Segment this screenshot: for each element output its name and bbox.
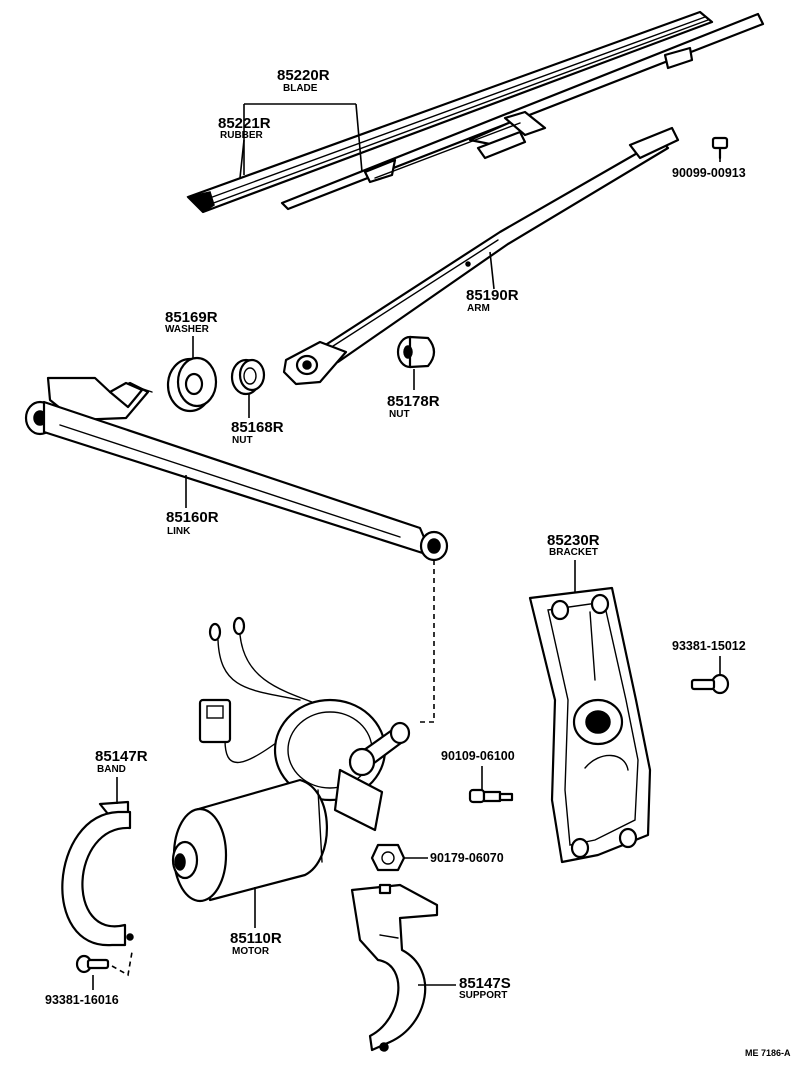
nut-85178-part-number: 85178R bbox=[387, 393, 440, 410]
blade-part-number: 85220R bbox=[277, 67, 330, 84]
motor-part-number: 85110R bbox=[230, 930, 282, 947]
nut-85178-part-name: NUT bbox=[389, 409, 410, 420]
nut-90179-part-number: 90179-06070 bbox=[430, 851, 504, 865]
washer-part-number: 85169R bbox=[165, 309, 218, 326]
leader-lines bbox=[92, 103, 721, 990]
nut-85168-part-name: NUT bbox=[232, 435, 253, 446]
bracket-part-name: BRACKET bbox=[549, 547, 598, 558]
link-drawing bbox=[24, 376, 449, 562]
support-drawing bbox=[350, 883, 439, 1052]
nut-85168-part-number: 85168R bbox=[231, 419, 284, 436]
bolt-band-drawing bbox=[75, 954, 110, 974]
nut-85168-drawing bbox=[230, 358, 266, 396]
wiper-blade-drawing bbox=[186, 10, 765, 214]
wiper-arm-drawing bbox=[282, 126, 680, 386]
bolt-top-drawing bbox=[711, 136, 729, 160]
arm-part-name: ARM bbox=[467, 303, 490, 314]
washer-85169-drawing bbox=[166, 356, 218, 413]
motor-part-name: MOTOR bbox=[232, 946, 270, 957]
bolt-band-part-number: 93381-16016 bbox=[45, 993, 119, 1007]
band-bolt-connection-line bbox=[111, 951, 133, 977]
bolt-bracket-drawing bbox=[690, 673, 730, 695]
band-drawing bbox=[61, 800, 134, 947]
bolt-bracket-part-number: 93381-15012 bbox=[672, 639, 746, 653]
arm-part-number: 85190R bbox=[466, 287, 519, 304]
screw-90109-drawing bbox=[468, 788, 514, 804]
bracket-part-number: 85230R bbox=[547, 532, 600, 549]
link-motor-connection-line bbox=[418, 560, 435, 723]
bracket-drawing bbox=[528, 586, 652, 864]
link-part-number: 85160R bbox=[166, 509, 219, 526]
motor-drawing bbox=[171, 616, 411, 903]
nut-85178-drawing bbox=[396, 335, 436, 369]
band-part-number: 85147R bbox=[95, 748, 148, 765]
nut-90179-drawing bbox=[370, 843, 406, 872]
blade-part-name: BLADE bbox=[283, 83, 318, 94]
support-part-name: SUPPORT bbox=[459, 990, 507, 1001]
rubber-part-name: RUBBER bbox=[220, 130, 264, 141]
band-part-name: BAND bbox=[97, 764, 126, 775]
support-part-number: 85147S bbox=[459, 975, 511, 992]
screw-90109-part-number: 90109-06100 bbox=[441, 749, 515, 763]
bolt-top-part-number: 90099-00913 bbox=[672, 166, 746, 180]
drawing-reference: ME 7186-A bbox=[745, 1048, 791, 1058]
washer-part-name: WASHER bbox=[165, 324, 210, 335]
link-part-name: LINK bbox=[167, 526, 191, 537]
rubber-part-number: 85221R bbox=[218, 115, 271, 132]
